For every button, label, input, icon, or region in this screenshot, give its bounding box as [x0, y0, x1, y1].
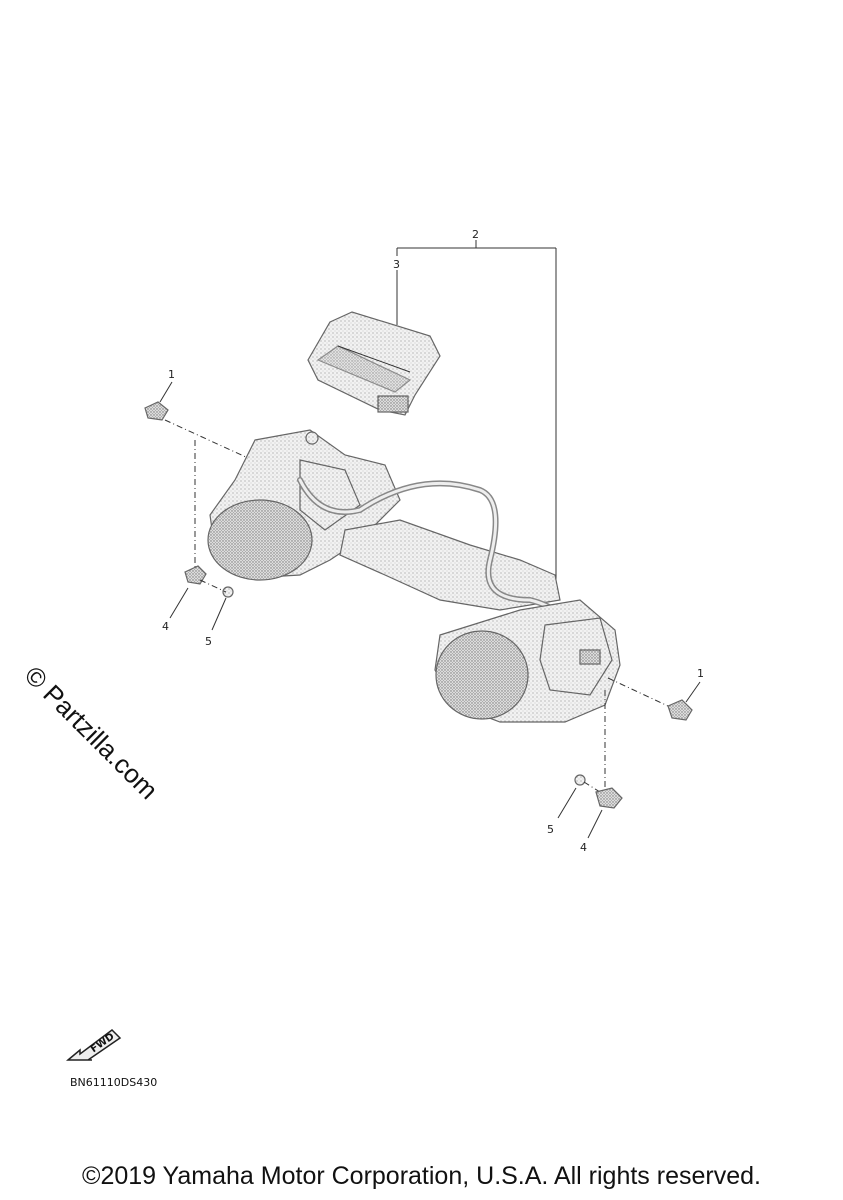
fwd-arrow-icon: FWD: [66, 1029, 122, 1061]
damper-part-left[interactable]: [184, 565, 207, 585]
damper-part-right[interactable]: [595, 787, 623, 809]
callout-1-right-label: 1: [697, 667, 704, 680]
assembly-line-1-right: [607, 677, 669, 707]
washer-part-right[interactable]: [574, 774, 586, 786]
washer-part-left[interactable]: [222, 586, 234, 598]
callout-5-left: 5: [205, 597, 227, 648]
ecu-module-part[interactable]: [307, 270, 441, 416]
callout-4-left: 4: [162, 587, 189, 633]
wiring-harness[interactable]: [297, 477, 574, 663]
callout-5-right: 5: [547, 787, 577, 836]
assembly-line-5-right: [583, 781, 601, 793]
callout-5-left-label: 5: [205, 635, 212, 648]
callout-2-label: 2: [472, 228, 479, 241]
copyright-notice: ©2019 Yamaha Motor Corporation, U.S.A. A…: [82, 1162, 761, 1190]
diagram-code: BN61110DS430: [70, 1076, 158, 1089]
callout-4-left-label: 4: [162, 620, 169, 633]
assembly-line-5-left: [199, 579, 227, 593]
callout-2-bracket: [396, 240, 557, 588]
grommet-part-right[interactable]: [667, 699, 693, 721]
center-housing[interactable]: [339, 519, 561, 611]
callout-5-right-label: 5: [547, 823, 554, 836]
callout-4-right-label: 4: [580, 841, 587, 854]
assembly-line-1-top: [164, 419, 249, 459]
callout-1-top-label: 1: [168, 368, 175, 381]
callout-1-top: 1: [159, 368, 175, 403]
callout-1-right: 1: [685, 667, 704, 703]
right-headlight-assembly[interactable]: [434, 599, 621, 723]
callout-3-label: 3: [393, 258, 400, 271]
callout-4-right: 4: [580, 809, 603, 854]
grommet-part-top[interactable]: [144, 401, 169, 421]
